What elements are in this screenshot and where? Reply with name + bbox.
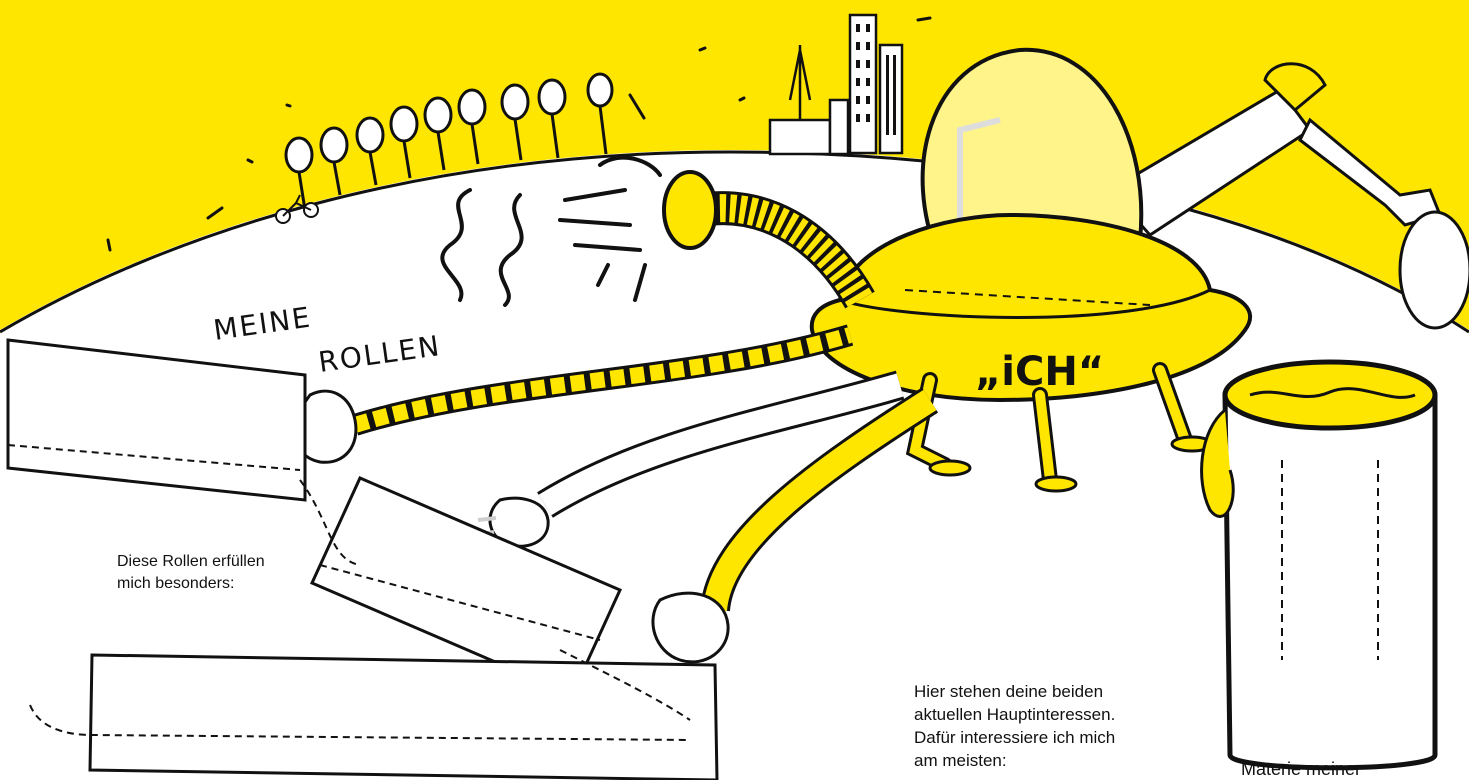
planet-horizon: [0, 150, 1469, 334]
yellow-sky: [0, 0, 1469, 330]
bicycle-icon: [275, 194, 319, 224]
interests-note-line-4: am meisten:: [914, 751, 1007, 770]
glove-hand-icon: [290, 389, 730, 664]
ufo-label: „iCH“: [975, 349, 1104, 395]
skyline-windows: [856, 24, 896, 135]
interests-note: Hier stehen deine beiden aktuellen Haupt…: [914, 680, 1115, 772]
vacuum-hose: [662, 170, 875, 309]
city-skyline-icon: [768, 13, 904, 156]
roles-note-line-1: Diese Rollen erfüllen: [117, 553, 265, 570]
role-card-3[interactable]: [29, 653, 719, 780]
ufo-icon: [809, 47, 1253, 493]
heading-line-1: MEINE: [211, 301, 313, 347]
balloon-tree-icon: [284, 72, 614, 211]
role-card-1[interactable]: [6, 338, 307, 502]
roles-note: Diese Rollen erfüllen mich besonders:: [117, 551, 265, 595]
wind-lines: [440, 155, 662, 307]
roles-note-line-2: mich besonders:: [117, 575, 235, 592]
card-connector: [299, 479, 691, 721]
bucket-caption-line: Materie meiner: [1241, 759, 1362, 779]
heading-line-2: ROLLEN: [316, 329, 443, 379]
interests-note-line-2: aktuellen Hauptinteressen.: [914, 705, 1116, 724]
interests-note-line-1: Hier stehen deine beiden: [914, 682, 1104, 701]
claw-arm-icon: [1107, 62, 1469, 330]
interests-note-line-3: Dafür interessiere ich mich: [914, 728, 1116, 747]
paint-bucket-icon: [1200, 359, 1438, 771]
bucket-caption: Materie meiner: [1241, 758, 1361, 780]
